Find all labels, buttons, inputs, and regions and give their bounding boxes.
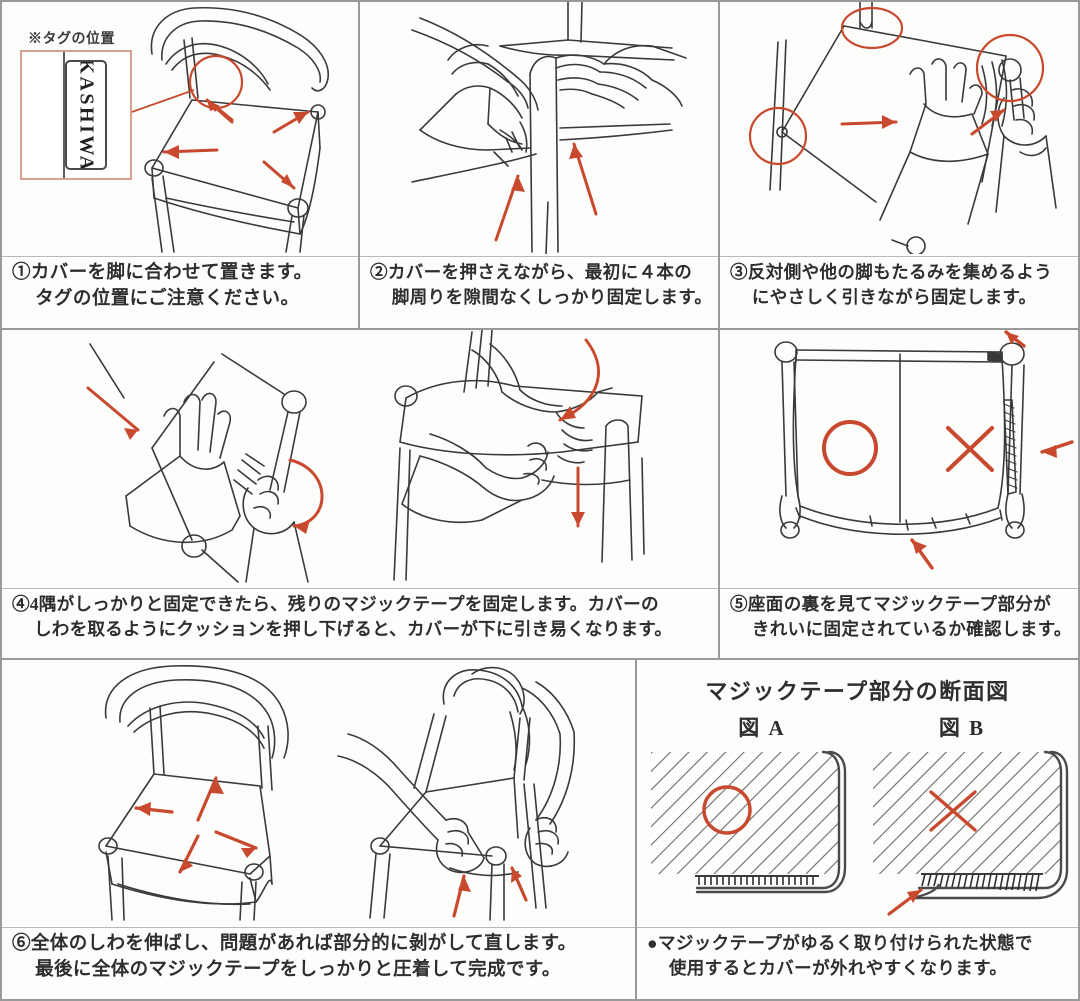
- panel-step-6: ⑥全体のしわを伸ばし、問題があれば部分的に剝がして直します。 最後に全体のマジッ…: [2, 660, 635, 999]
- panel-5-caption-rule: [720, 588, 1078, 589]
- panel-1-artwork: [2, 2, 358, 254]
- figure-a-label: 図 A: [738, 716, 786, 740]
- panel-6-caption-line-1: ⑥全体のしわを伸ばし、問題があれば部分的に剝がして直します。: [12, 934, 577, 954]
- panel-1-caption-rule: [2, 256, 358, 257]
- cross-section-note-rule: [637, 927, 1078, 928]
- panel-1-caption: ①カバーを脚に合わせて置きます。 タグの位置にご注意ください。: [2, 256, 358, 328]
- panel-6-caption: ⑥全体のしわを伸ばし、問題があれば部分的に剝がして直します。 最後に全体のマジッ…: [2, 927, 635, 999]
- panel-cross-section: マジックテープ部分の断面図 図 A 図 B: [637, 660, 1078, 999]
- panel-4-caption-line-1: ④4隅がしっかりと固定できたら、残りのマジックテープを固定します。カバーの: [12, 594, 659, 614]
- panel-2-caption-line-2: 脚周りを隙間なくしっかり固定します。: [391, 286, 713, 307]
- panel-3-caption-rule: [720, 256, 1078, 257]
- panel-3-caption-line-1: ③反対側や他の脚もたるみを集めるよう: [730, 262, 1053, 282]
- panel-3-artwork: [720, 2, 1078, 254]
- panel-6-caption-rule: [2, 927, 635, 928]
- panel-5-caption-line-1: ⑤座面の裏を見てマジックテープ部分が: [730, 594, 1052, 614]
- cross-section-note-line-1: ●マジックテープがゆるく取り付けられた状態で: [647, 933, 1033, 953]
- panel-4-caption-rule: [2, 588, 718, 589]
- panel-2-artwork: [360, 2, 718, 254]
- kashiwa-tag-patch: KASHIWA: [65, 60, 108, 170]
- cross-section-artwork: [637, 748, 1078, 923]
- cross-section-title: マジックテープ部分の断面図: [705, 679, 1010, 704]
- kashiwa-tag-text: KASHIWA: [75, 60, 98, 170]
- panel-4-artwork: [2, 330, 718, 585]
- divider-row2-col1: [718, 330, 720, 658]
- panel-step-1: ※タグの位置 KASHIWA ①カバーを脚に合わせて置きます。 タグの位置にご注…: [2, 2, 358, 328]
- cross-section-note: ●マジックテープがゆるく取り付けられた状態で 使用するとカバーが外れやすくなりま…: [637, 927, 1078, 999]
- panel-5-caption-line-2: きれいに固定されているか確認します。: [751, 618, 1072, 639]
- panel-step-5: ⑤座面の裏を見てマジックテープ部分が きれいに固定されているか確認します。: [720, 330, 1078, 658]
- panel-2-caption-rule: [360, 256, 718, 257]
- panel-2-caption-line-1: ②カバーを押さえながら、最初に４本の: [370, 262, 693, 282]
- tag-callout-divider: [63, 52, 65, 178]
- panel-1-caption-line-1: ①カバーを脚に合わせて置きます。: [12, 263, 313, 283]
- panel-6-caption-line-2: 最後に全体のマジックテープをしっかりと圧着して完成です。: [35, 960, 561, 981]
- divider-row1-col1: [358, 2, 360, 328]
- divider-row1-col2: [718, 2, 720, 328]
- cross-section-note-line-2: 使用するとカバーが外れやすくなります。: [668, 957, 1008, 978]
- tag-callout-box: KASHIWA: [20, 50, 132, 180]
- divider-row2-row3: [0, 658, 1080, 660]
- panel-2-caption: ②カバーを押さえながら、最初に４本の 脚周りを隙間なくしっかり固定します。: [360, 256, 718, 328]
- divider-row3-col1: [635, 660, 637, 999]
- panel-4-caption: ④4隅がしっかりと固定できたら、残りのマジックテープを固定します。カバーの しわ…: [2, 588, 718, 658]
- panel-3-caption-line-2: にやさしく引きながら固定します。: [751, 286, 1037, 307]
- panel-step-4: ④4隅がしっかりと固定できたら、残りのマジックテープを固定します。カバーの しわ…: [2, 330, 718, 658]
- panel-3-caption: ③反対側や他の脚もたるみを集めるよう にやさしく引きながら固定します。: [720, 256, 1078, 328]
- figure-b-label: 図 B: [938, 716, 986, 740]
- panel-4-caption-line-2: しわを取るようにクッションを押し下げると、カバーが下に引き易くなります。: [34, 618, 673, 639]
- panel-step-2: ②カバーを押さえながら、最初に４本の 脚周りを隙間なくしっかり固定します。: [360, 2, 718, 328]
- panel-1-caption-line-2: タグの位置にご注意ください。: [35, 289, 300, 310]
- tag-position-label: ※タグの位置: [28, 32, 115, 47]
- panel-6-artwork: [2, 660, 635, 922]
- divider-row1-row2: [0, 328, 1080, 330]
- panel-step-3: ③反対側や他の脚もたるみを集めるよう にやさしく引きながら固定します。: [720, 2, 1078, 328]
- panel-5-artwork: [720, 330, 1078, 586]
- panel-5-caption: ⑤座面の裏を見てマジックテープ部分が きれいに固定されているか確認します。: [720, 588, 1078, 658]
